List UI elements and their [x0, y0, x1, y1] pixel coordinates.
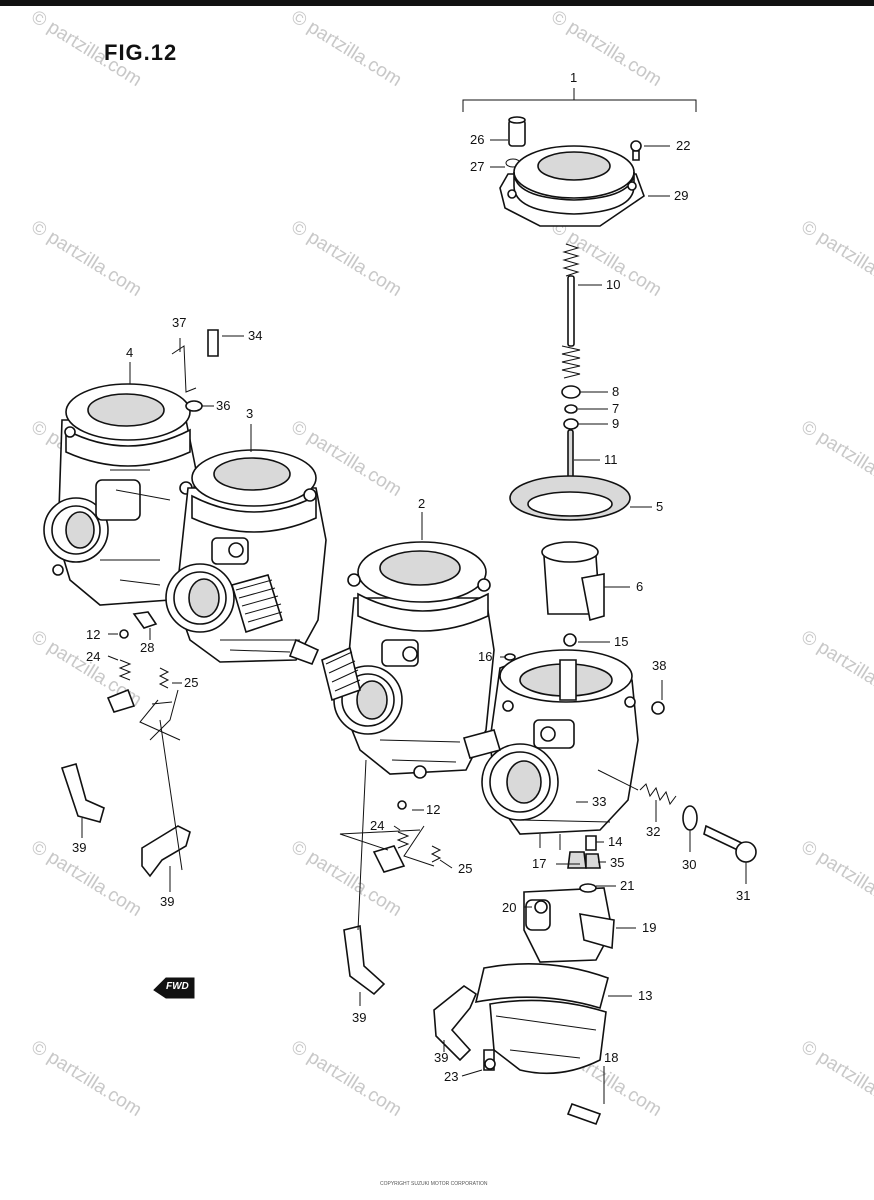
callout-6: 6 — [636, 579, 643, 594]
copyright-footer: COPYRIGHT SUZUKI MOTOR CORPORATION — [380, 1181, 488, 1187]
callout-32: 32 — [646, 824, 660, 839]
top-cover-assembly — [499, 116, 645, 227]
callout-36: 36 — [216, 398, 230, 413]
watermark-tile: © partzilla.com — [27, 216, 145, 301]
watermark-text: © partzilla.com — [547, 6, 665, 91]
callout-16: 16 — [478, 649, 492, 664]
callout-18: 18 — [604, 1050, 618, 1065]
callout-39a: 39 — [72, 840, 86, 855]
callout-5: 5 — [656, 499, 663, 514]
forward-direction-badge: FWD — [154, 978, 194, 998]
callout-34: 34 — [248, 328, 262, 343]
watermark-text: © partzilla.com — [287, 1036, 405, 1121]
float-bowl-assembly — [474, 835, 615, 1126]
callout-20: 20 — [502, 900, 516, 915]
callout-22: 22 — [676, 138, 690, 153]
diaphragm-piston — [509, 475, 631, 622]
callout-39d: 39 — [434, 1050, 448, 1065]
watermark-text: © partzilla.com — [27, 1036, 145, 1121]
small-fittings — [106, 329, 665, 1070]
leader-lines — [81, 88, 747, 1104]
callout-13: 13 — [638, 988, 652, 1003]
carburetor-1-body — [462, 649, 639, 850]
watermark-tile: © partzilla.com — [797, 416, 874, 501]
forward-label: FWD — [166, 981, 189, 992]
watermark-text: © partzilla.com — [797, 416, 874, 501]
figure-title: FIG.12 — [104, 40, 178, 65]
watermark-tile: © partzilla.com — [797, 836, 874, 921]
carburetor-2-body — [288, 541, 495, 779]
watermark-tile: © partzilla.com — [797, 626, 874, 711]
watermark-tile: © partzilla.com — [287, 1036, 405, 1121]
callout-39c: 39 — [352, 1010, 366, 1025]
callout-11: 11 — [604, 452, 618, 467]
callout-24b: 24 — [370, 818, 384, 833]
callout-21: 21 — [620, 878, 634, 893]
callout-9: 9 — [612, 416, 619, 431]
callout-25a: 25 — [184, 675, 198, 690]
watermark-text: © partzilla.com — [287, 6, 405, 91]
carburetor-3-body — [165, 449, 327, 663]
callout-12a: 12 — [86, 627, 100, 642]
watermark-text: © partzilla.com — [797, 216, 874, 301]
callout-labels: 1 2 3 4 5 6 7 8 9 10 11 12 12 13 14 15 1… — [72, 70, 750, 1084]
callout-4: 4 — [126, 345, 133, 360]
watermark-tile: © partzilla.com — [797, 216, 874, 301]
callout-38: 38 — [652, 658, 666, 673]
jet-needle-stack — [561, 243, 581, 509]
callout-3: 3 — [246, 406, 253, 421]
callout-26: 26 — [470, 132, 484, 147]
callout-19: 19 — [642, 920, 656, 935]
callout-31: 31 — [736, 888, 750, 903]
watermark-text: © partzilla.com — [797, 836, 874, 921]
callout-27: 27 — [470, 159, 484, 174]
callout-35: 35 — [610, 855, 624, 870]
callout-15: 15 — [614, 634, 628, 649]
watermark-text: © partzilla.com — [797, 1036, 874, 1121]
callout-39b: 39 — [160, 894, 174, 909]
carburetor-4-body — [43, 383, 197, 606]
callout-8: 8 — [612, 384, 619, 399]
callout-33: 33 — [592, 794, 606, 809]
watermark-tile: © partzilla.com — [287, 6, 405, 91]
callout-24a: 24 — [86, 649, 100, 664]
watermark-text: © partzilla.com — [27, 216, 145, 301]
watermark-tile: © partzilla.com — [27, 1036, 145, 1121]
callout-2: 2 — [418, 496, 425, 511]
callout-10: 10 — [606, 277, 620, 292]
callout-1: 1 — [570, 70, 577, 85]
idle-adjuster-assembly — [597, 769, 757, 863]
carburetor-assembly-art — [43, 88, 757, 1126]
watermark-tile: © partzilla.com — [287, 216, 405, 301]
callout-14: 14 — [608, 834, 622, 849]
callout-28: 28 — [140, 640, 154, 655]
callout-17: 17 — [532, 856, 546, 871]
callout-25b: 25 — [458, 861, 472, 876]
callout-37: 37 — [172, 315, 186, 330]
watermark-text: © partzilla.com — [287, 216, 405, 301]
callout-30: 30 — [682, 857, 696, 872]
callout-29: 29 — [674, 188, 688, 203]
forward-arrow-icon — [153, 977, 195, 999]
watermark-tile: © partzilla.com — [547, 6, 665, 91]
callout-23: 23 — [444, 1069, 458, 1084]
watermark-text: © partzilla.com — [797, 626, 874, 711]
callout-7: 7 — [612, 401, 619, 416]
callout-12b: 12 — [426, 802, 440, 817]
watermark-tile: © partzilla.com — [797, 1036, 874, 1121]
